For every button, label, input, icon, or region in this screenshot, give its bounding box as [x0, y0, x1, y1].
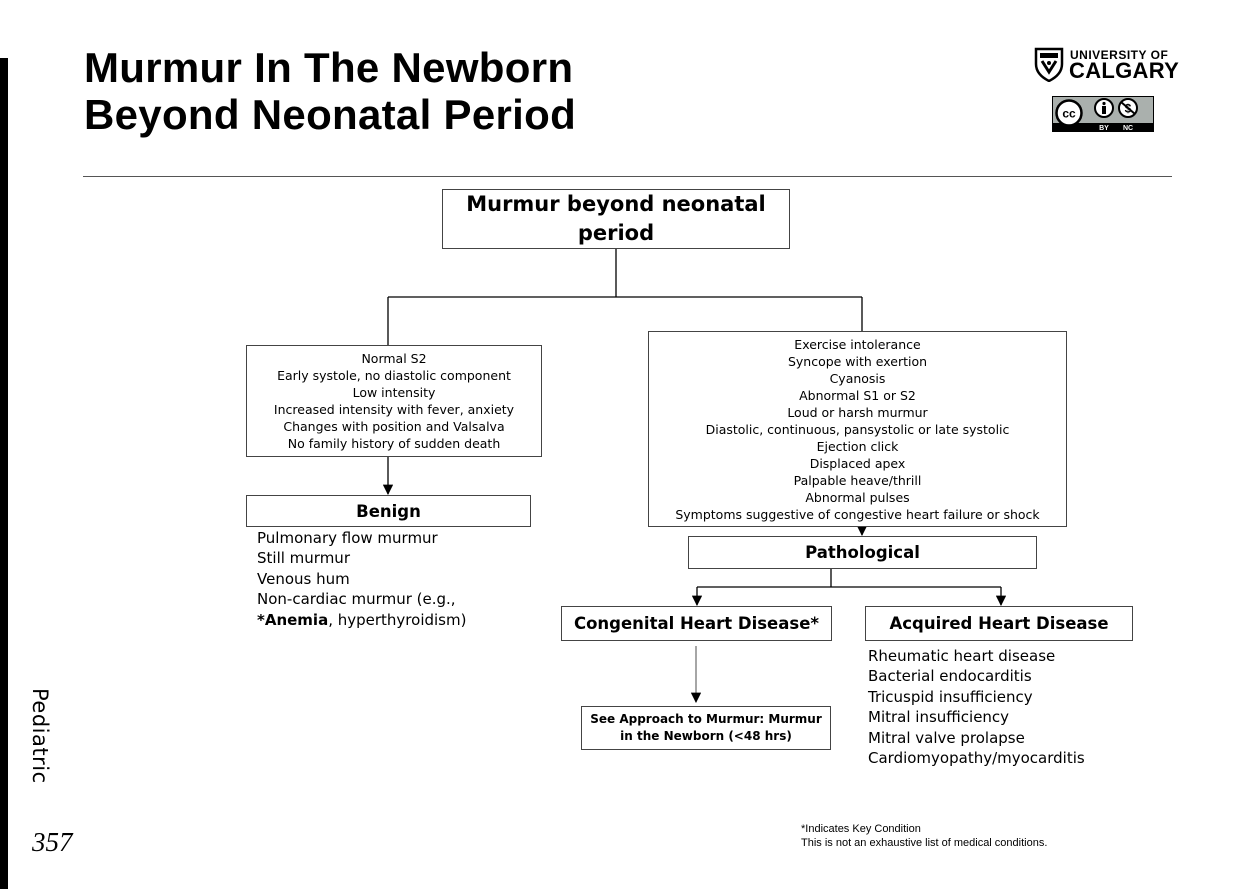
logo-text-calgary: CALGARY: [1069, 58, 1180, 83]
benign-criterion: Early systole, no diastolic component: [277, 368, 511, 383]
header-divider: [83, 176, 1172, 177]
see-approach-line-2: in the Newborn (<48 hrs): [620, 729, 792, 743]
list-item: Non-cardiac murmur (e.g.,: [257, 590, 456, 609]
section-side-label: Pediatric: [28, 688, 52, 784]
acquired-heart-disease-box: Acquired Heart Disease: [865, 606, 1133, 641]
pathological-criterion: Ejection click: [816, 438, 899, 454]
congenital-label: Congenital Heart Disease*: [573, 614, 820, 633]
title-line-2: Beyond Neonatal Period: [84, 91, 577, 138]
list-item: Mitral valve prolapse: [868, 728, 1025, 747]
list-item: Cardiomyopathy/myocarditis: [868, 749, 1085, 768]
pathological-criterion: Exercise intolerance: [794, 336, 921, 352]
acquired-label: Acquired Heart Disease: [889, 614, 1109, 633]
benign-criterion: Low intensity: [352, 385, 436, 400]
benign-murmur-list: Pulmonary flow murmur Still murmur Venou…: [257, 528, 466, 630]
benign-criterion: Normal S2: [361, 351, 427, 366]
list-item-rest: , hyperthyroidism): [328, 610, 467, 629]
left-edge-bar: [0, 58, 8, 889]
cc-nc-label: NC: [1123, 125, 1133, 132]
shield-icon: [1034, 47, 1064, 82]
pathological-box: Pathological: [688, 536, 1037, 569]
see-approach-line-1: See Approach to Murmur: Murmur: [590, 712, 822, 726]
benign-criterion: Increased intensity with fever, anxiety: [273, 402, 515, 417]
list-item: Tricuspid insufficiency: [868, 687, 1033, 706]
pathological-criteria-box: Exercise intolerance Syncope with exerti…: [648, 331, 1067, 527]
pathological-criterion: Cyanosis: [829, 370, 886, 386]
pathological-criterion: Abnormal pulses: [805, 489, 910, 505]
congenital-heart-disease-box: Congenital Heart Disease*: [561, 606, 832, 641]
logo-text-university-of: UNIVERSITY OF: [1070, 48, 1169, 62]
list-item: Venous hum: [257, 569, 350, 588]
page-title: Murmur In The Newborn Beyond Neonatal Pe…: [84, 44, 576, 138]
pathological-criterion: Abnormal S1 or S2: [799, 387, 916, 403]
pathological-criterion: Diastolic, continuous, pansystolic or la…: [705, 421, 1010, 437]
list-item: *Anemia, hyperthyroidism): [257, 610, 466, 630]
page-number: 357: [32, 827, 73, 857]
pathological-criterion: Symptoms suggestive of congestive heart …: [675, 506, 1040, 522]
footnote-line-1: *Indicates Key Condition: [801, 823, 921, 835]
pathological-criterion: Syncope with exertion: [787, 353, 928, 369]
list-item: Rheumatic heart disease: [868, 647, 1056, 665]
footnote: *Indicates Key Condition This is not an …: [801, 822, 1047, 850]
list-item: Mitral insufficiency: [868, 708, 1010, 727]
see-approach-reference-box: See Approach to Murmur: Murmur in the Ne…: [581, 706, 831, 750]
pathological-criterion: Displaced apex: [809, 455, 906, 471]
key-condition-anemia: *Anemia: [257, 610, 329, 629]
root-label: Murmur beyond neonatal period: [466, 192, 766, 245]
pathological-criterion: Loud or harsh murmur: [787, 404, 928, 420]
list-item: Pulmonary flow murmur: [257, 529, 438, 547]
list-item: Bacterial endocarditis: [868, 667, 1032, 686]
benign-box: Benign: [246, 495, 531, 527]
university-of-calgary-logo: UNIVERSITY OF CALGARY: [1034, 46, 1179, 86]
footnote-line-2: This is not an exhaustive list of medica…: [801, 837, 1048, 849]
benign-criterion: No family history of sudden death: [287, 436, 501, 451]
cc-by-label: BY: [1099, 125, 1109, 132]
cc-by-nc-icon: cc $ BY NC: [1052, 96, 1154, 132]
title-line-1: Murmur In The Newborn: [84, 44, 574, 91]
benign-label: Benign: [356, 501, 421, 521]
root-box-murmur-beyond-neonatal-period: Murmur beyond neonatal period: [442, 189, 790, 249]
pathological-criterion: Palpable heave/thrill: [793, 472, 922, 488]
benign-criterion: Changes with position and Valsalva: [283, 419, 505, 434]
svg-text:cc: cc: [1062, 107, 1076, 121]
benign-criteria-box: Normal S2 Early systole, no diastolic co…: [246, 345, 542, 457]
list-item: Still murmur: [257, 549, 350, 568]
acquired-disease-list: Rheumatic heart disease Bacterial endoca…: [868, 646, 1085, 768]
pathological-label: Pathological: [805, 543, 920, 562]
